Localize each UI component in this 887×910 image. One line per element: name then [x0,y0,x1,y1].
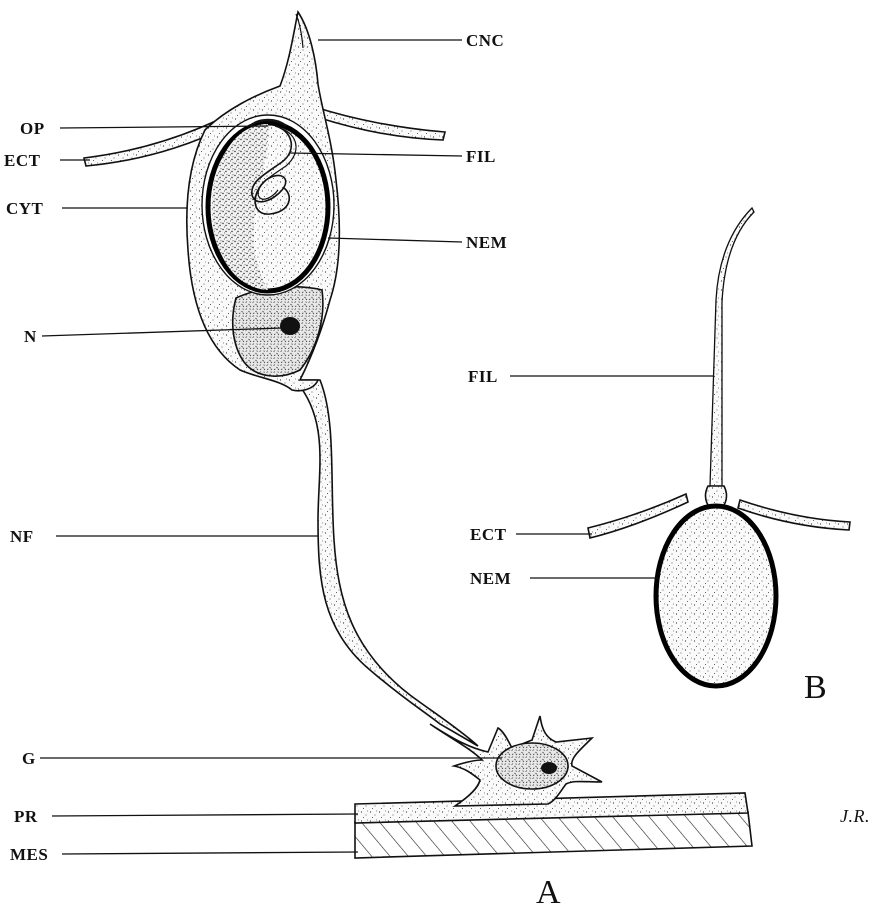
label-fil-b: FIL [468,367,714,386]
nucleolus [280,317,300,335]
label-nem-b: NEM [470,569,658,588]
ectoderm-right [314,108,445,140]
svg-text:NEM: NEM [470,569,511,588]
svg-text:ECT: ECT [470,525,507,544]
figure-a: CNC OP ECT FIL CYT NEM N NF [4,12,752,910]
label-nf: NF [10,527,318,546]
svg-text:OP: OP [20,119,45,138]
svg-text:PR: PR [14,807,38,826]
svg-text:CNC: CNC [466,31,504,50]
nucleus [233,287,323,376]
svg-text:NF: NF [10,527,34,546]
panel-letter-b: B [804,669,827,706]
label-ect-a: ECT [4,151,90,170]
ganglion-nucleus [496,743,568,789]
everted-filament [710,208,754,486]
figure-b: FIL ECT NEM B [468,208,850,706]
label-g: G [22,749,502,768]
label-ect-b: ECT [470,525,592,544]
svg-text:CYT: CYT [6,199,44,218]
svg-text:ECT: ECT [4,151,41,170]
artist-signature: J.R. [840,806,870,826]
label-cnc: CNC [318,31,504,50]
svg-text:MES: MES [10,845,48,864]
neurite [295,380,478,746]
nematocyst-b [656,506,776,686]
svg-text:NEM: NEM [466,233,507,252]
svg-text:N: N [24,327,37,346]
svg-text:FIL: FIL [466,147,496,166]
label-cyt: CYT [6,199,188,218]
label-pr: PR [14,807,358,826]
svg-text:G: G [22,749,36,768]
label-nem-a: NEM [328,233,507,252]
label-mes: MES [10,845,358,864]
panel-letter-a: A [536,874,561,910]
svg-text:FIL: FIL [468,367,498,386]
ganglion-nucleolus [541,762,557,774]
